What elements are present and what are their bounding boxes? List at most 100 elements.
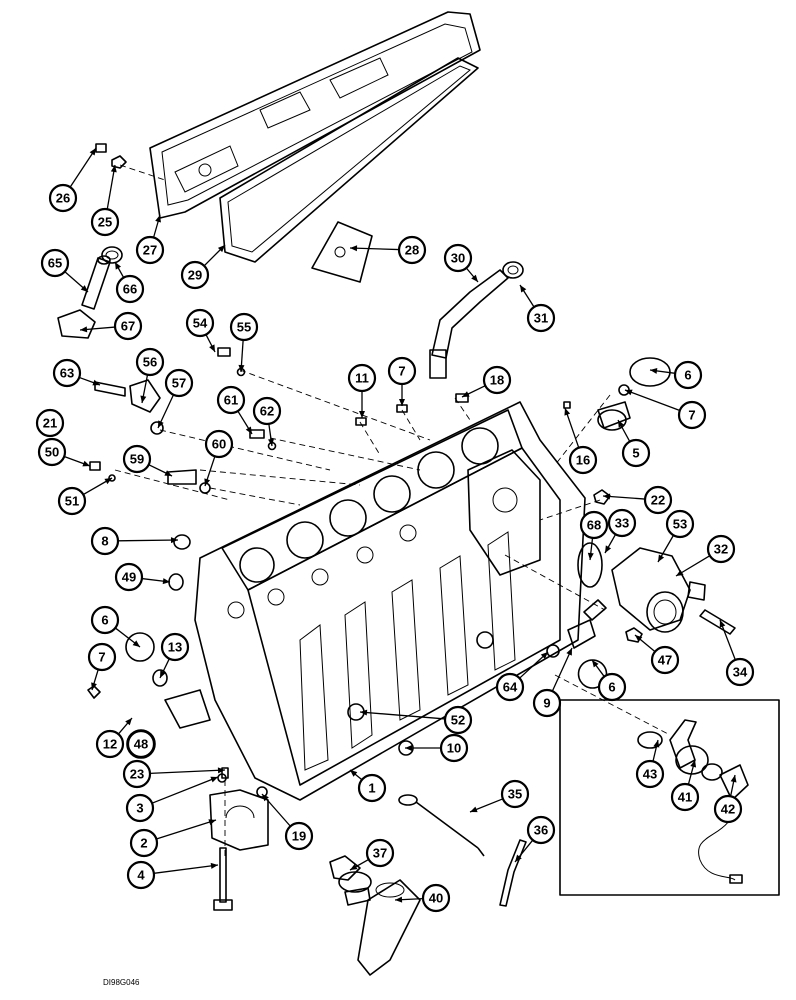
- callout-c48: 48: [126, 729, 156, 759]
- callout-circle: [500, 779, 530, 809]
- callout-circle: [597, 672, 627, 702]
- engine-block: [87, 401, 608, 801]
- leader-arrow-c34: [719, 620, 726, 628]
- callout-c1: 1: [357, 773, 387, 803]
- callout-label: 66: [123, 282, 137, 297]
- leader-arrow-c12: [125, 718, 132, 726]
- callout-label: 18: [490, 373, 504, 388]
- callout-circle: [621, 438, 651, 468]
- leader-arrow-c8: [170, 537, 178, 544]
- callout-c32: 32: [706, 534, 736, 564]
- callout-circle: [284, 821, 314, 851]
- leader-arrow-c28: [350, 245, 358, 252]
- callout-c63: 63: [52, 358, 82, 388]
- callout-circle: [57, 486, 87, 516]
- callout-label: 61: [224, 393, 238, 408]
- callout-c11: 11: [347, 363, 377, 393]
- callout-label: 23: [130, 767, 144, 782]
- callout-circle: [725, 657, 755, 687]
- callout-c7b: 7: [677, 400, 707, 430]
- callout-label: 12: [103, 737, 117, 752]
- leader-line-c8: [117, 539, 179, 542]
- callout-label: 25: [98, 215, 112, 230]
- callout-circle: [37, 437, 67, 467]
- callout-circle: [40, 248, 70, 278]
- callout-label: 11: [355, 371, 369, 386]
- callout-c61: 61: [216, 385, 246, 415]
- callout-c35: 35: [500, 779, 530, 809]
- callout-label: 36: [534, 823, 548, 838]
- bolt-26: [95, 143, 107, 153]
- callout-label: 9: [543, 696, 550, 711]
- callout-circle: [126, 729, 156, 759]
- thermostat-housing: [577, 542, 736, 643]
- heater-inset: [559, 699, 780, 896]
- callout-label: 65: [48, 256, 62, 271]
- fittings-right-top: [563, 357, 671, 505]
- callout-label: 49: [122, 570, 136, 585]
- callout-circle: [397, 235, 427, 265]
- callout-circle: [439, 733, 469, 763]
- callout-c28: 28: [397, 235, 427, 265]
- dipstick-tube: [499, 839, 527, 907]
- callout-circle: [204, 429, 234, 459]
- callout-circle: [90, 526, 120, 556]
- callout-label: 22: [651, 493, 665, 508]
- callout-circle: [115, 274, 145, 304]
- callout-circle: [114, 562, 144, 592]
- leader-arrow-c43: [653, 740, 660, 748]
- callout-circle: [347, 363, 377, 393]
- callout-label: 59: [130, 452, 144, 467]
- leader-arrow-c5: [618, 420, 624, 428]
- leader-arrow-c56: [140, 395, 147, 403]
- leader-arrow-c40: [395, 896, 403, 903]
- callout-c19: 19: [284, 821, 314, 851]
- callout-circle: [387, 356, 417, 386]
- callout-circle: [495, 672, 525, 702]
- callout-circle: [526, 815, 556, 845]
- leader-line-c22: [602, 495, 646, 500]
- callout-label: 52: [451, 713, 465, 728]
- callout-label: 13: [168, 640, 182, 655]
- leader-arrow-c9: [566, 648, 572, 656]
- callout-c7a: 7: [387, 356, 417, 386]
- callout-c51: 51: [57, 486, 87, 516]
- leader-arrow-c61: [245, 426, 252, 434]
- callout-circle: [129, 828, 159, 858]
- callout-label: 48: [134, 737, 148, 752]
- callout-c64: 64: [495, 672, 525, 702]
- callout-circle: [52, 358, 82, 388]
- leader-arrow-c6a: [650, 367, 658, 374]
- leader-arrow-c60: [204, 478, 211, 486]
- callout-c3: 3: [125, 793, 155, 823]
- callout-c6a: 6: [673, 360, 703, 390]
- leader-arrow-c54: [209, 344, 215, 352]
- callout-circle: [365, 838, 395, 868]
- callout-label: 42: [721, 802, 735, 817]
- callout-label: 27: [143, 243, 157, 258]
- cover-plate-28: [311, 221, 373, 283]
- callout-c5: 5: [621, 438, 651, 468]
- callout-label: 43: [643, 767, 657, 782]
- callout-circle: [126, 860, 156, 890]
- callout-c9: 9: [532, 688, 562, 718]
- callout-label: 34: [733, 665, 748, 680]
- leader-arrow-c2: [208, 819, 216, 825]
- callout-label: 57: [172, 376, 186, 391]
- leader-arrow-c3: [210, 776, 218, 783]
- leader-arrow-c19: [262, 794, 269, 802]
- callout-c53: 53: [665, 509, 695, 539]
- callout-circle: [526, 303, 556, 333]
- callout-c68: 68: [579, 510, 609, 540]
- callout-circle: [164, 368, 194, 398]
- callout-label: 28: [405, 243, 419, 258]
- leader-arrow-c23: [217, 767, 225, 774]
- leader-arrow-c53: [658, 554, 665, 562]
- rocker-cover-gasket: [219, 57, 479, 263]
- leader-arrow-c41: [690, 760, 697, 768]
- callout-label: 21: [43, 416, 57, 431]
- callout-label: 53: [673, 517, 687, 532]
- clip-67: [57, 309, 96, 339]
